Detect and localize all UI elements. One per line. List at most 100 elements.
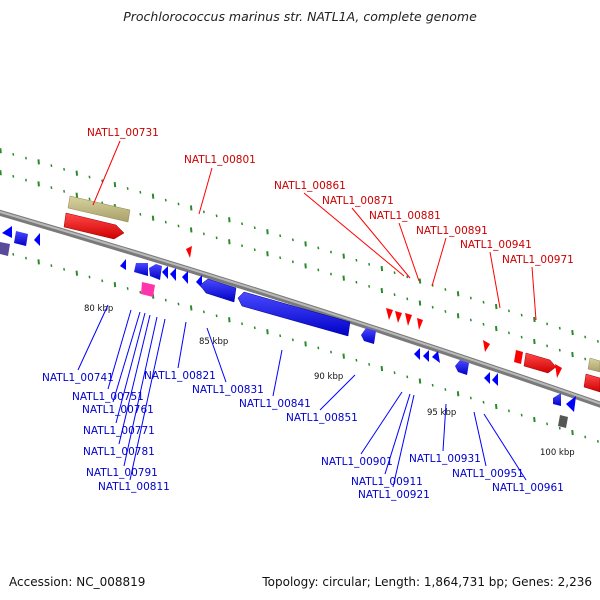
tick-mark bbox=[113, 182, 117, 188]
tick-mark bbox=[507, 331, 510, 335]
gene-label: NATL1_00821 bbox=[144, 370, 216, 382]
tick-mark bbox=[177, 202, 180, 206]
gene-label: NATL1_00891 bbox=[416, 225, 488, 237]
tick-mark bbox=[431, 305, 434, 309]
misc-features bbox=[141, 282, 568, 428]
tick-mark bbox=[215, 214, 218, 218]
backbone-line bbox=[0, 209, 600, 408]
bottom-leader-lines bbox=[77, 304, 527, 488]
tick-mark bbox=[342, 353, 345, 359]
tick-mark bbox=[75, 192, 79, 198]
gene-label: NATL1_00901 bbox=[321, 456, 393, 468]
scale-label: 80 kbp bbox=[84, 304, 113, 314]
scale-label: 85 kbp bbox=[199, 337, 228, 347]
tick-mark bbox=[63, 190, 66, 193]
tick-mark bbox=[418, 300, 422, 306]
tick-mark bbox=[139, 190, 142, 194]
tick-mark bbox=[380, 265, 384, 272]
tick-mark bbox=[571, 329, 574, 336]
gene-label: NATL1_00931 bbox=[409, 453, 481, 465]
tick-mark bbox=[330, 272, 332, 276]
tick-mark bbox=[393, 371, 396, 375]
gene-label: NATL1_00921 bbox=[358, 489, 430, 501]
gene-label: NATL1_00861 bbox=[274, 180, 346, 192]
tick-mark bbox=[12, 175, 15, 178]
scale-label: 100 kbp bbox=[540, 448, 575, 458]
tick-mark bbox=[380, 287, 384, 294]
tick-mark bbox=[533, 316, 536, 323]
tick-mark bbox=[494, 403, 498, 410]
top-leader-lines bbox=[92, 140, 537, 321]
tick-mark bbox=[24, 178, 27, 182]
tick-mark bbox=[520, 413, 523, 417]
tick-mark bbox=[330, 250, 332, 254]
scale-labels: 80 kbp 85 kbp 90 kbp 95 kbp 100 kbp bbox=[84, 304, 575, 458]
accession-text: Accession: NC_008819 bbox=[9, 575, 146, 589]
tick-mark bbox=[558, 326, 561, 330]
tick-mark bbox=[558, 348, 561, 352]
tick-mark bbox=[393, 271, 396, 275]
top-gene-labels: NATL1_00731 NATL1_00801 NATL1_00861 NATL… bbox=[87, 127, 574, 266]
tick-mark bbox=[113, 282, 117, 288]
forward-genes bbox=[63, 212, 600, 393]
tick-mark bbox=[431, 383, 434, 387]
tick-mark bbox=[202, 310, 205, 314]
tick-mark bbox=[317, 346, 320, 350]
scale-label: 90 kbp bbox=[314, 372, 343, 382]
tick-mark bbox=[330, 350, 332, 354]
tick-mark bbox=[177, 224, 180, 228]
tick-mark bbox=[494, 325, 498, 332]
tick-mark bbox=[0, 170, 2, 176]
tick-mark bbox=[50, 164, 53, 168]
tick-mark bbox=[291, 260, 294, 264]
tick-mark bbox=[596, 339, 599, 343]
tick-mark bbox=[317, 268, 320, 272]
gene-label: NATL1_00781 bbox=[83, 446, 155, 458]
gene-label: NATL1_00911 bbox=[351, 476, 423, 488]
tick-mark bbox=[126, 287, 129, 290]
tick-mark bbox=[63, 268, 66, 271]
tick-mark bbox=[241, 244, 244, 248]
gene-label: NATL1_00971 bbox=[502, 254, 574, 266]
tick-mark bbox=[215, 236, 218, 240]
tick-mark bbox=[546, 422, 549, 426]
tick-mark bbox=[50, 186, 53, 190]
tick-mark bbox=[75, 170, 79, 176]
tick-mark bbox=[189, 227, 193, 233]
tick-mark bbox=[241, 322, 244, 326]
tick-mark bbox=[139, 212, 142, 216]
tick-mark bbox=[469, 296, 472, 300]
gene-label: NATL1_00791 bbox=[86, 467, 158, 479]
tick-mark bbox=[482, 322, 485, 326]
tick-mark bbox=[571, 429, 574, 436]
tick-mark bbox=[88, 197, 91, 201]
tick-mark bbox=[533, 416, 536, 423]
tick-mark bbox=[24, 156, 27, 160]
tick-mark bbox=[418, 378, 422, 384]
tick-mark bbox=[533, 338, 536, 345]
tick-mark bbox=[266, 251, 269, 257]
tick-mark bbox=[317, 246, 320, 250]
gene-label: NATL1_00741 bbox=[42, 372, 114, 384]
tick-mark bbox=[380, 365, 384, 372]
tick-mark bbox=[304, 341, 307, 347]
tick-mark bbox=[189, 305, 193, 311]
tick-mark bbox=[456, 291, 460, 297]
tick-mark bbox=[520, 335, 523, 339]
tick-mark bbox=[202, 232, 205, 236]
tick-mark bbox=[253, 326, 256, 330]
tick-mark bbox=[291, 238, 294, 242]
tick-mark bbox=[368, 262, 371, 266]
tick-mark bbox=[304, 241, 307, 247]
tick-mark bbox=[469, 318, 472, 322]
tick-mark bbox=[546, 322, 549, 326]
tick-mark bbox=[368, 362, 371, 366]
rna-track bbox=[67, 195, 600, 373]
tick-mark bbox=[355, 258, 358, 262]
tick-mark bbox=[12, 253, 15, 256]
gene-label: NATL1_00881 bbox=[369, 210, 441, 222]
tick-mark bbox=[228, 217, 231, 223]
tick-mark bbox=[279, 334, 282, 338]
tick-mark bbox=[228, 317, 231, 323]
